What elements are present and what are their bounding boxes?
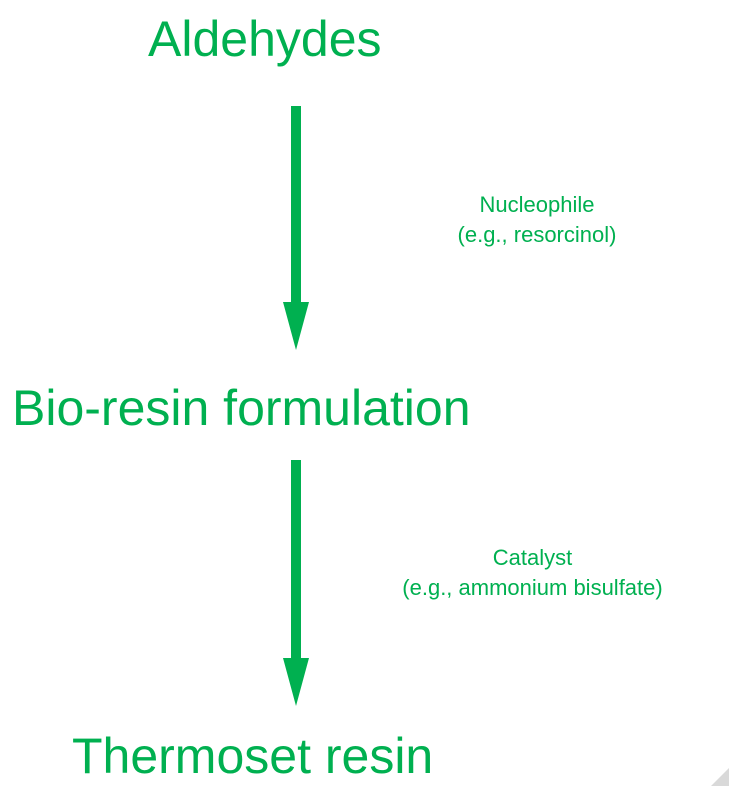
reagent-title: Nucleophile	[479, 192, 595, 217]
arrow-head	[283, 658, 309, 706]
corner-fold-icon	[711, 768, 729, 786]
down-arrow-icon	[283, 460, 309, 706]
arrow-shaft	[291, 460, 301, 662]
node-bio-resin-formulation: Bio-resin formulation	[12, 380, 471, 436]
down-arrow-icon	[283, 106, 309, 350]
reagent-example: (e.g., resorcinol)	[457, 222, 617, 247]
node-aldehydes: Aldehydes	[148, 11, 382, 67]
reagent-nucleophile: Nucleophile (e.g., resorcinol)	[412, 190, 662, 250]
reagent-catalyst: Catalyst (e.g., ammonium bisulfate)	[340, 543, 725, 603]
reagent-example: (e.g., ammonium bisulfate)	[402, 575, 663, 600]
reagent-title: Catalyst	[492, 545, 573, 570]
arrow-shaft	[291, 106, 301, 306]
node-thermoset-resin: Thermoset resin	[72, 728, 434, 784]
arrow-head	[283, 302, 309, 350]
